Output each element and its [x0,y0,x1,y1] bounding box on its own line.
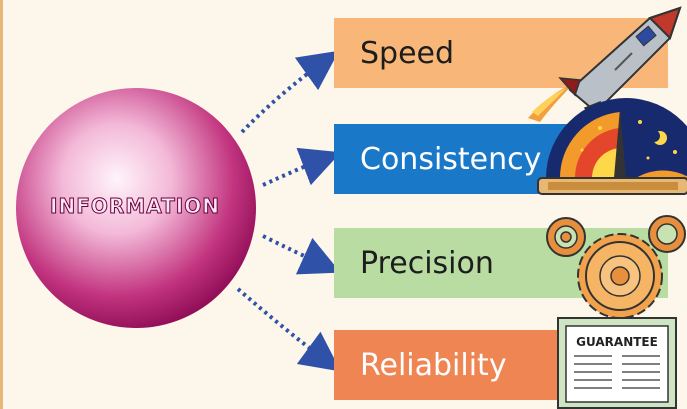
center-label: INFORMATION [50,194,220,219]
arrows [236,50,341,372]
sunrise-dial-icon [537,98,687,195]
arrow-to-speed [240,50,340,134]
rocket-icon [528,6,682,124]
arrow-to-reliability [236,287,341,372]
consistency-label: Consistency [360,141,542,177]
certificate-title: GUARANTEE [576,335,658,349]
gears-icon [546,215,686,319]
speed-label: Speed [360,35,455,71]
reliability-label: Reliability [360,347,507,383]
left-border [0,0,3,409]
precision-label: Precision [360,245,494,281]
guarantee-certificate-icon: GUARANTEE [557,317,677,409]
information-sphere [16,88,256,328]
arrow-to-precision [262,234,341,275]
